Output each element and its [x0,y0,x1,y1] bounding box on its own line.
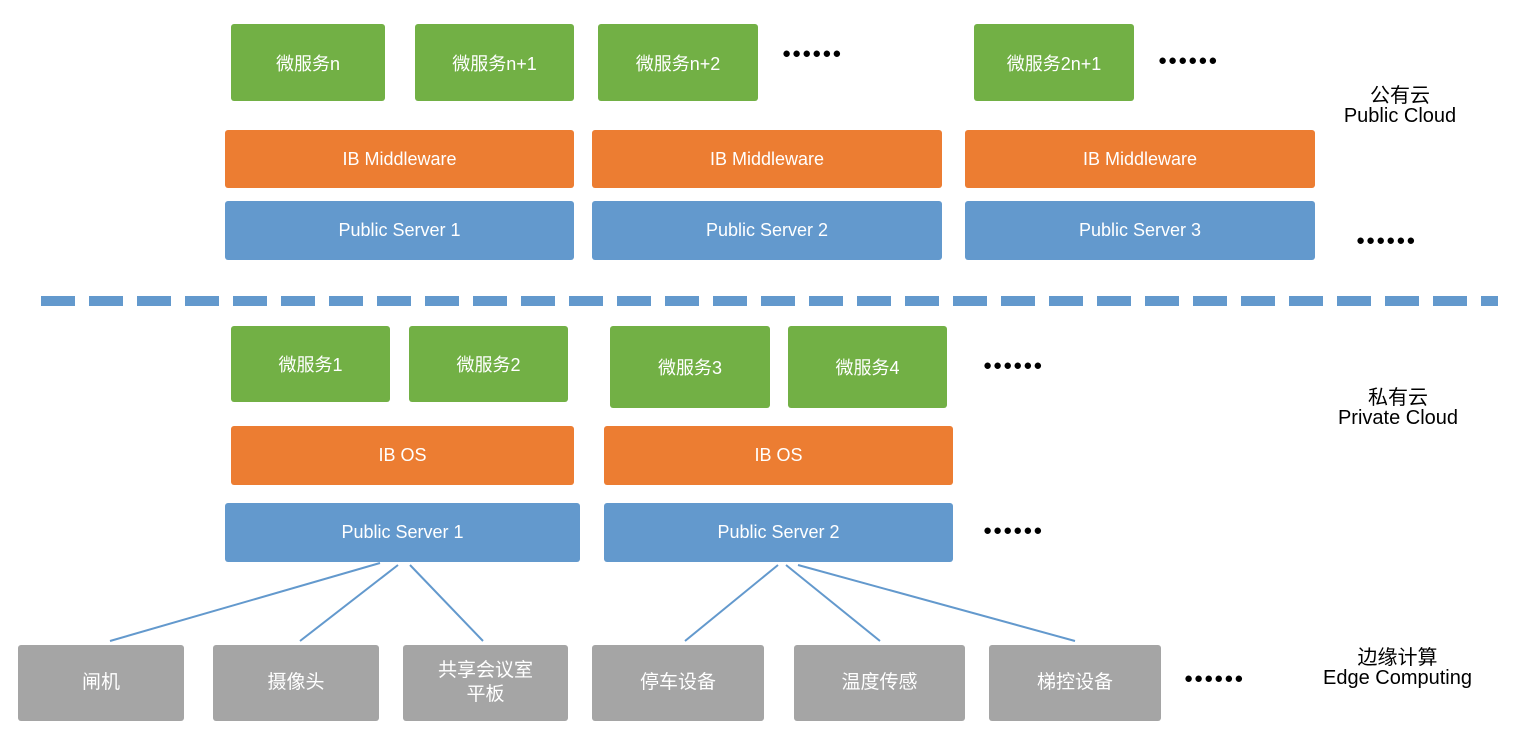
edge-computing-label: 边缘计算 Edge Computing [1305,648,1490,688]
public-microservice-box: 微服务n [231,24,385,101]
connector-line [299,564,399,642]
connector-line [684,564,779,642]
connector-line [409,564,484,642]
public-middleware-box: IB Middleware [225,130,574,188]
public-middleware-box: IB Middleware [592,130,942,188]
connector-line [797,564,1076,642]
edge-device-box: 共享会议室 平板 [403,645,568,721]
private-microservice-box: 微服务3 [610,326,770,408]
connector-line [785,564,881,642]
ellipsis-dots: ●●●●●● [983,357,1044,374]
edge-device-box: 闸机 [18,645,184,721]
ellipsis-dots: ●●●●●● [1158,52,1219,69]
edge-device-box: 梯控设备 [989,645,1161,721]
public-server-box: Public Server 1 [225,201,574,260]
edge-device-box: 摄像头 [213,645,379,721]
public-cloud-label: 公有云 Public Cloud [1320,86,1480,126]
private-server-box: Public Server 2 [604,503,953,562]
public-microservice-box: 微服务n+1 [415,24,574,101]
private-microservice-box: 微服务2 [409,326,568,402]
private-os-box: IB OS [231,426,574,485]
public-server-box: Public Server 3 [965,201,1315,260]
edge-device-box: 停车设备 [592,645,764,721]
private-cloud-label: 私有云 Private Cloud [1318,388,1478,428]
tier-label-cn: 公有云 [1370,85,1430,107]
edge-device-box: 温度传感 [794,645,965,721]
tier-label-en: Private Cloud [1337,407,1459,429]
tier-label-cn: 私有云 [1368,387,1428,409]
public-server-box: Public Server 2 [592,201,942,260]
tier-label-en: Edge Computing [1323,667,1472,689]
ellipsis-dots: ●●●●●● [983,522,1044,539]
ellipsis-dots: ●●●●●● [1356,232,1417,249]
public-middleware-box: IB Middleware [965,130,1315,188]
public-microservice-box: 微服务n+2 [598,24,758,101]
tier-label-en: Public Cloud [1343,105,1457,127]
ellipsis-dots: ●●●●●● [1184,670,1245,687]
connector-line [109,562,381,642]
private-microservice-box: 微服务1 [231,326,390,402]
ellipsis-dots: ●●●●●● [782,45,843,62]
private-microservice-box: 微服务4 [788,326,947,408]
tier-label-cn: 边缘计算 [1357,647,1438,669]
private-server-box: Public Server 1 [225,503,580,562]
public-microservice-box: 微服务2n+1 [974,24,1134,101]
private-os-box: IB OS [604,426,953,485]
